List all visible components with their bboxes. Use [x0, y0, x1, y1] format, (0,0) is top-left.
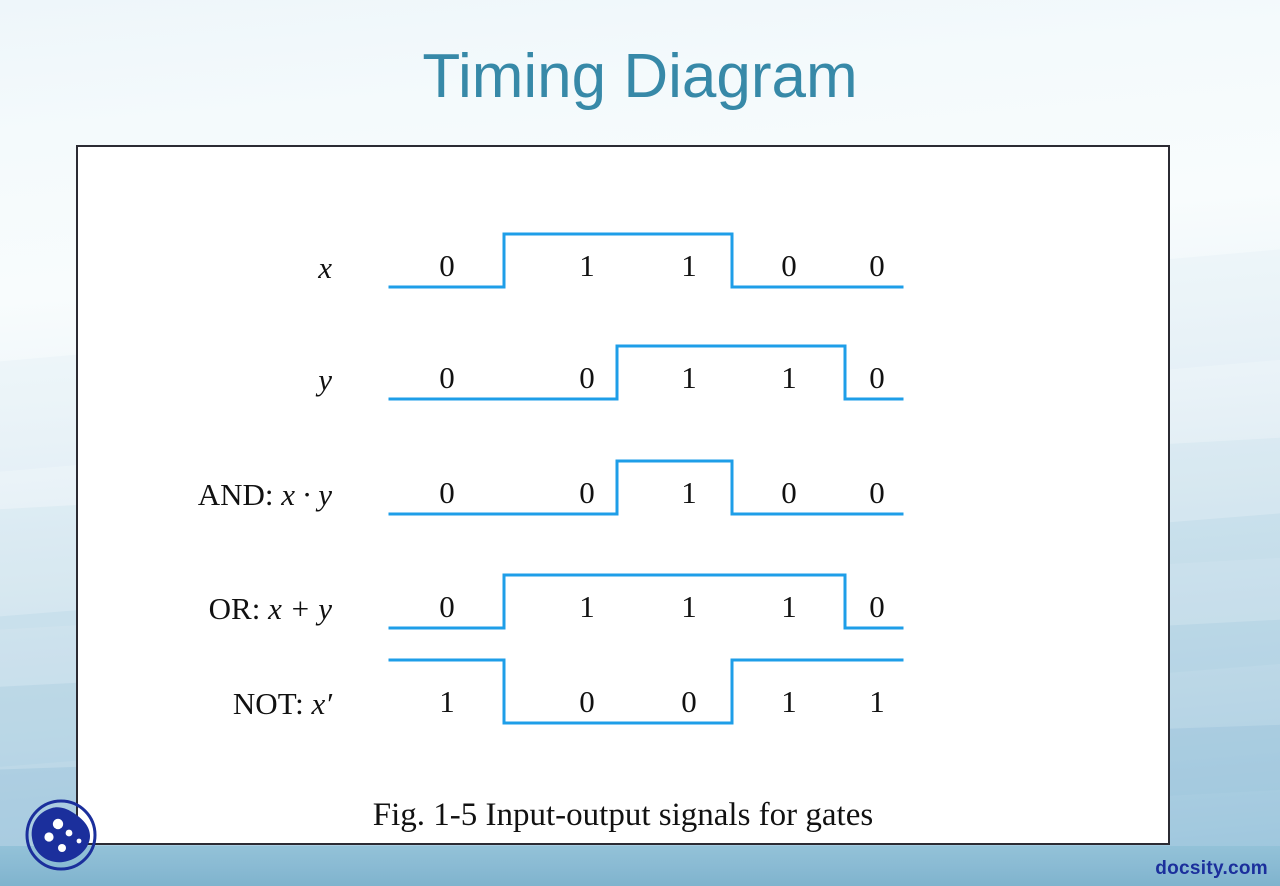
- row-label-or: OR: x + y: [209, 591, 332, 627]
- value-and-slot4: 0: [781, 475, 797, 510]
- value-x-slot4: 0: [781, 248, 797, 283]
- waveform-x: [388, 232, 904, 289]
- row-label-prefix: OR:: [208, 591, 269, 626]
- value-and-slot3: 1: [681, 475, 697, 510]
- value-not-slot1: 1: [439, 684, 455, 719]
- row-label-prefix: NOT:: [232, 686, 312, 721]
- row-label-prefix: AND:: [197, 477, 282, 512]
- waveform-layer: [388, 232, 904, 725]
- row-label-expression: y: [318, 362, 332, 397]
- value-not-slot2: 0: [579, 684, 595, 719]
- value-y-slot3: 1: [681, 360, 697, 395]
- value-y-slot2: 0: [579, 360, 595, 395]
- value-not-slot5: 1: [869, 684, 885, 719]
- docsity-cookie-logo[interactable]: [22, 796, 100, 874]
- value-not-slot3: 0: [681, 684, 697, 719]
- value-x-slot1: 0: [439, 248, 455, 283]
- row-label-y: y: [318, 362, 332, 398]
- row-label-expression: x + y: [268, 591, 332, 626]
- row-label-expression: x · y: [281, 477, 332, 512]
- row-label-expression: x′: [311, 686, 332, 721]
- waveform-not: [388, 658, 904, 725]
- waveform-and: [388, 459, 904, 516]
- docsity-url-label: docsity.com: [1155, 858, 1268, 879]
- row-label-not: NOT: x′: [233, 686, 332, 722]
- value-or-slot2: 1: [579, 589, 595, 624]
- figure-caption: Fig. 1-5 Input-output signals for gates: [372, 797, 874, 833]
- value-and-slot5: 0: [869, 475, 885, 510]
- value-x-slot5: 0: [869, 248, 885, 283]
- value-x-slot3: 1: [681, 248, 697, 283]
- value-y-slot5: 0: [869, 360, 885, 395]
- value-or-slot5: 0: [869, 589, 885, 624]
- value-or-slot1: 0: [439, 589, 455, 624]
- page-title: Timing Diagram: [422, 42, 858, 111]
- value-not-slot4: 1: [781, 684, 797, 719]
- value-or-slot3: 1: [681, 589, 697, 624]
- value-y-slot1: 0: [439, 360, 455, 395]
- row-label-x: x: [318, 250, 332, 286]
- value-y-slot4: 1: [781, 360, 797, 395]
- value-or-slot4: 1: [781, 589, 797, 624]
- value-and-slot2: 0: [579, 475, 595, 510]
- value-and-slot1: 0: [439, 475, 455, 510]
- waveform-y: [388, 344, 904, 401]
- row-label-and: AND: x · y: [198, 477, 332, 513]
- value-x-slot2: 1: [579, 248, 595, 283]
- waveform-or: [388, 573, 904, 630]
- bottom-color-band: [0, 846, 1280, 886]
- row-label-expression: x: [318, 250, 332, 285]
